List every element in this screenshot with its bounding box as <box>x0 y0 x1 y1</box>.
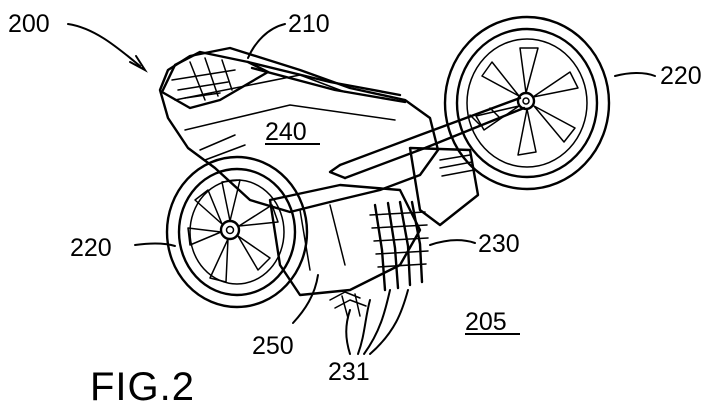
leader-220-left <box>134 242 176 247</box>
leader-230 <box>429 239 476 246</box>
figure-caption: FIG.2 <box>90 365 195 409</box>
label-210: 210 <box>288 10 330 38</box>
label-231: 231 <box>328 358 370 386</box>
label-250: 250 <box>252 332 294 360</box>
arrowhead-200 <box>129 55 148 73</box>
label-200: 200 <box>8 10 50 38</box>
label-220-left: 220 <box>70 234 112 262</box>
leader-231-c <box>363 289 391 355</box>
basket-handle <box>160 50 407 110</box>
left-wheel <box>165 155 309 309</box>
label-230: 230 <box>478 230 520 258</box>
leader-231-d <box>369 289 409 355</box>
leader-231-b <box>357 299 371 355</box>
arm-plate <box>408 146 480 227</box>
label-205: 205 <box>465 308 507 336</box>
right-wheel <box>443 15 611 191</box>
leader-250 <box>292 274 319 324</box>
chain-curtain <box>369 200 429 292</box>
label-240: 240 <box>265 118 307 146</box>
leader-200 <box>67 23 141 67</box>
leader-220-right <box>614 72 656 77</box>
chain-ends <box>329 291 367 319</box>
leader-210 <box>247 23 286 59</box>
leader-231-a <box>345 309 351 355</box>
label-220-right: 220 <box>660 62 702 90</box>
